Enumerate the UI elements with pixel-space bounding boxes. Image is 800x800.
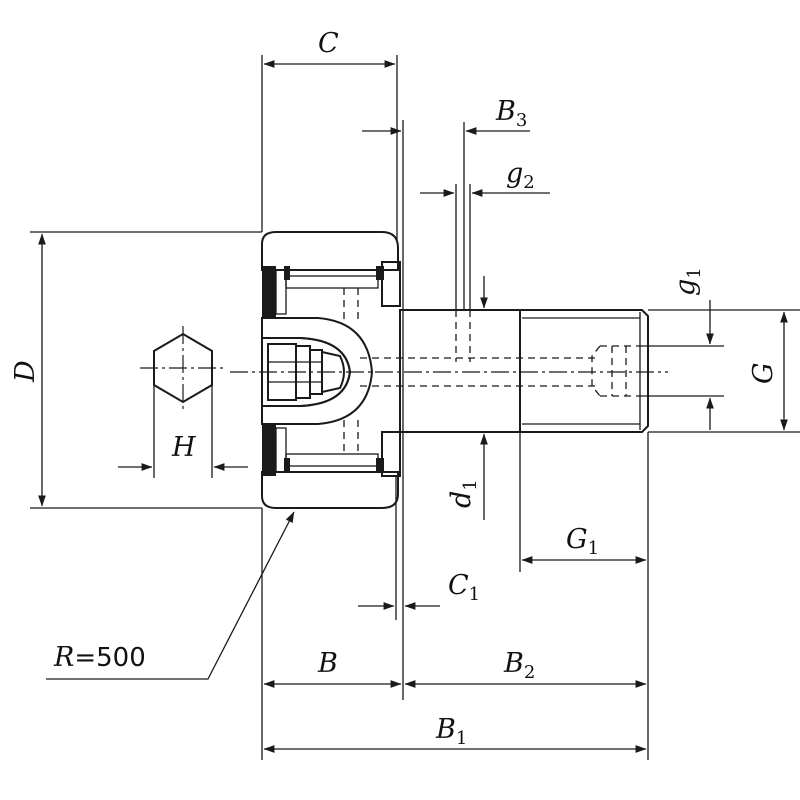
label-D: D <box>10 360 41 383</box>
label-g2: g2 <box>506 158 535 193</box>
label-g1: g1 <box>670 267 705 296</box>
stud-shaft <box>230 309 668 433</box>
label-C1: C1 <box>448 570 480 605</box>
label-B1: B1 <box>435 714 467 749</box>
label-radius: R=500 <box>53 642 146 673</box>
hexagon-end-view <box>140 326 226 410</box>
outer-ring <box>261 231 401 509</box>
label-H: H <box>171 432 196 463</box>
label-B3: B3 <box>495 96 527 131</box>
label-G: G <box>748 362 779 384</box>
label-d1: d1 <box>446 479 481 508</box>
dimension-lines <box>38 60 788 753</box>
label-B: B <box>317 648 338 679</box>
label-B2: B2 <box>503 648 535 683</box>
label-C: C <box>318 28 339 59</box>
label-G1: G1 <box>566 524 599 559</box>
radius-leader <box>46 511 295 680</box>
stud-head <box>261 288 374 454</box>
extension-lines <box>30 55 800 760</box>
dimension-labels: C B3 g2 D g1 G H d1 G1 C1 B B2 B1 R=500 <box>10 28 779 749</box>
